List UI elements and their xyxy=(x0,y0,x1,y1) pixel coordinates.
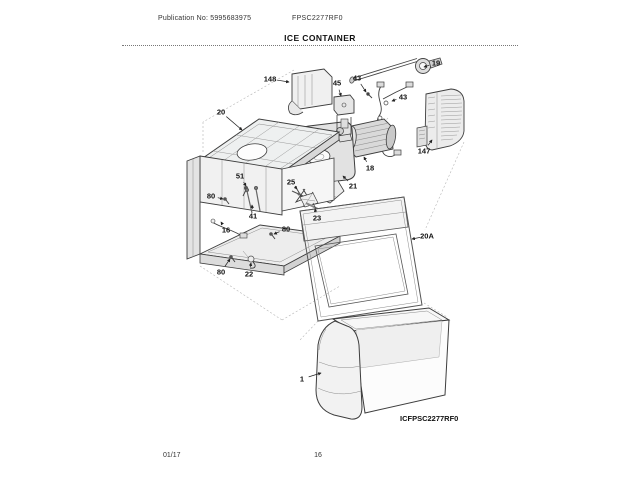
part-mounting-screw xyxy=(366,92,373,99)
part-screw-80b xyxy=(269,232,276,240)
part-mounting-pins-41 xyxy=(244,185,261,214)
svg-text:45: 45 xyxy=(333,79,341,88)
callout-1: 1 xyxy=(300,372,322,384)
callout-80: 80 xyxy=(207,192,224,201)
callout-80: 80 xyxy=(273,225,290,235)
part-ice-bucket xyxy=(315,307,451,420)
callout-51: 51 xyxy=(236,172,247,187)
footer-page-number: 16 xyxy=(314,452,322,459)
publication-number: Publication No: 5995683975 xyxy=(158,15,252,22)
svg-text:80: 80 xyxy=(282,225,290,234)
svg-text:20: 20 xyxy=(217,108,225,117)
svg-text:51: 51 xyxy=(236,172,244,181)
callout-20: 20 xyxy=(217,108,243,131)
callout-22: 22 xyxy=(245,262,253,279)
svg-text:41: 41 xyxy=(249,212,257,221)
page-title: ICE CONTAINER xyxy=(284,33,356,43)
title-divider xyxy=(122,45,518,46)
svg-text:43: 43 xyxy=(399,93,407,102)
part-rear-cover xyxy=(416,88,465,151)
svg-text:18: 18 xyxy=(366,164,374,173)
svg-text:20A: 20A xyxy=(420,232,434,241)
callout-21: 21 xyxy=(342,175,357,191)
part-auger-shaft xyxy=(349,57,443,84)
svg-text:22: 22 xyxy=(245,270,253,279)
svg-text:147: 147 xyxy=(418,147,431,156)
svg-text:25: 25 xyxy=(287,178,295,187)
diagram-model-label: ICFPSC2277RF0 xyxy=(400,414,458,423)
part-sensor-22 xyxy=(242,250,256,269)
part-dispenser-solenoid xyxy=(333,94,355,143)
callout-41: 41 xyxy=(249,204,257,221)
part-container-body xyxy=(186,155,342,276)
callout-layer: 148 45 43 19 43 147 20 51 80 41 16 80 80 22 25 23 21 18 20… xyxy=(207,59,440,384)
footer-date-code: 01/17 xyxy=(163,452,181,459)
callout-23: 23 xyxy=(313,208,321,223)
part-screw-80a xyxy=(223,197,230,205)
callout-147: 147 xyxy=(418,139,433,156)
svg-text:16: 16 xyxy=(222,226,230,235)
svg-text:21: 21 xyxy=(349,182,357,191)
part-harness-lead-16 xyxy=(210,218,248,239)
svg-text:80: 80 xyxy=(207,192,215,201)
part-dispenser-chute xyxy=(288,68,333,116)
svg-text:23: 23 xyxy=(313,214,321,223)
callout-18: 18 xyxy=(363,156,374,173)
callout-43: 43 xyxy=(353,74,367,93)
callout-16: 16 xyxy=(220,221,230,235)
callout-19: 19 xyxy=(423,59,440,68)
callout-43: 43 xyxy=(391,93,407,102)
svg-text:1: 1 xyxy=(300,375,304,384)
callout-20A: 20A xyxy=(411,232,434,241)
callout-148: 148 xyxy=(264,75,290,84)
callout-25: 25 xyxy=(287,178,298,190)
svg-text:19: 19 xyxy=(432,59,440,68)
svg-text:43: 43 xyxy=(353,74,361,83)
part-wiring-harness xyxy=(376,81,414,157)
part-screw-80c xyxy=(229,255,236,263)
model-number: FPSC2277RF0 xyxy=(292,15,343,22)
svg-text:148: 148 xyxy=(264,75,277,84)
callout-45: 45 xyxy=(333,79,342,97)
part-front-frame xyxy=(299,196,423,322)
callout-80: 80 xyxy=(217,258,231,277)
svg-text:80: 80 xyxy=(217,268,225,277)
